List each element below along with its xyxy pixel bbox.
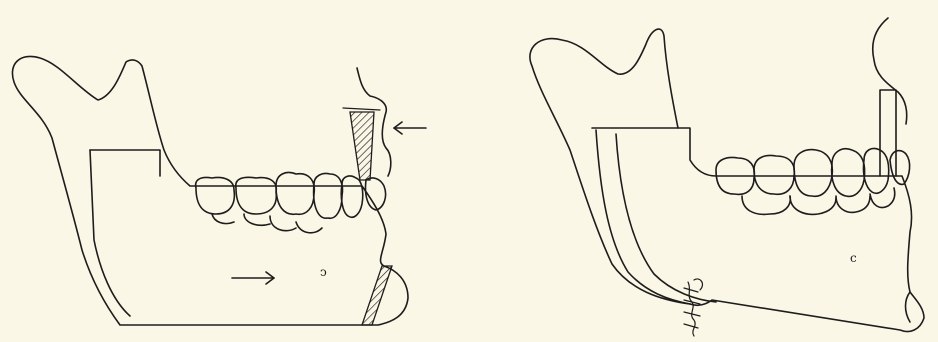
incisor-wedge-hatch: [350, 112, 374, 180]
panel-after: c: [530, 18, 924, 336]
ramus-segment-b: [616, 134, 716, 302]
face-profile-right: [873, 18, 907, 124]
chin-contour-right: [906, 292, 911, 322]
ramus-cut-left: [90, 150, 160, 176]
ramus-segment-left: [90, 150, 130, 316]
incisor-wedge-top: [343, 108, 380, 110]
retract-arrow: [394, 122, 426, 134]
teeth-left: [196, 173, 386, 233]
mandible-outline-left: [12, 56, 408, 325]
panel-before: ↄ: [12, 56, 426, 325]
chin-wedge-hatch: [362, 266, 392, 325]
mental-foramen-left: ↄ: [320, 265, 327, 279]
mental-foramen-right: c: [850, 251, 857, 265]
wire-fixation: [684, 279, 702, 336]
ramus-segment-a: [596, 130, 690, 304]
advance-arrow: [232, 272, 274, 284]
